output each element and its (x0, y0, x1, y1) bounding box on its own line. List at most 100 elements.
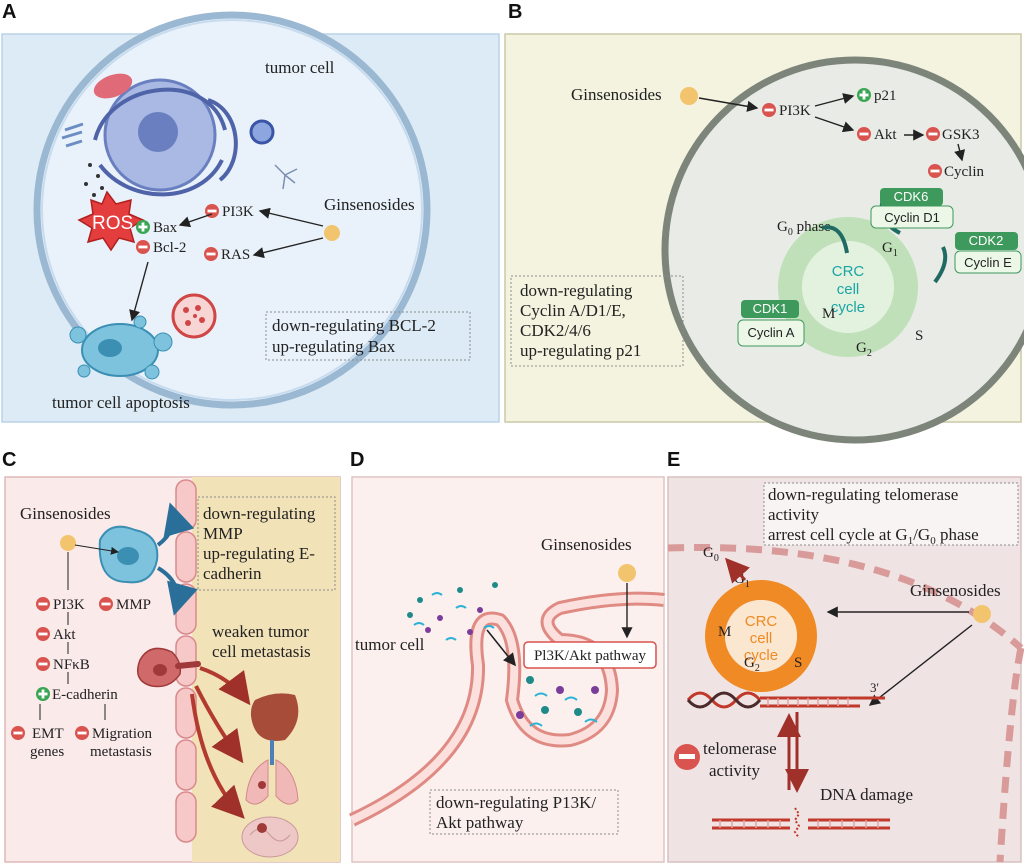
svg-text:G0 phase: G0 phase (777, 219, 831, 238)
tumor-cell-label-d: tumor cell (355, 635, 425, 654)
particles (84, 163, 104, 197)
ginsenoside-dot-c (60, 535, 76, 551)
g0-label-e: G (703, 545, 714, 561)
activate-ecadherin-icon (36, 687, 50, 701)
panel-c: C Ginsenosides PI3K MMP Akt (2, 449, 341, 863)
cyclin-d1-box (870, 205, 954, 229)
crc-label-b-3: cycle (831, 299, 865, 316)
cell-cycle-ring-e (705, 580, 817, 692)
metastasis-arrow-liver (199, 666, 251, 706)
svg-text:arrest cell cycle at G1/G0 pha: arrest cell cycle at G1/G0 phase (768, 525, 979, 547)
panel-a-summary-line-1: down-regulating BCL-2 (272, 316, 436, 335)
ecadherin-label: E-cadherin (52, 687, 118, 703)
panel-c-summary-line-2: MMP (203, 524, 243, 543)
crc-label-e-1: CRC (745, 613, 778, 630)
g2-label-e: G (744, 655, 755, 671)
emt-label-2: genes (30, 744, 64, 760)
cdk6-label: CDK6 (894, 189, 929, 204)
inhibit-migration-icon (75, 726, 89, 740)
telomerase-label-2: activity (709, 761, 760, 780)
panel-d-letter: D (350, 449, 364, 471)
panel-b-letter: B (508, 1, 522, 23)
bax-label: Bax (153, 220, 178, 236)
inhibit-pi3k-icon-c (36, 597, 50, 611)
g1-label-b: G (882, 240, 893, 256)
ginsenoside-dot-b (680, 87, 698, 105)
ginsenosides-label-b: Ginsenosides (571, 85, 662, 104)
metastasis-arrow-brain (190, 693, 245, 819)
panel-a-summary-line-2: up-regulating Bax (272, 337, 396, 356)
panel-a-summary-box (265, 311, 471, 361)
svg-text:G1: G1 (882, 240, 898, 259)
mitochondrion (93, 73, 133, 99)
tumor-cell-label: tumor cell (265, 58, 335, 77)
inhibit-ras-icon (204, 247, 218, 261)
cyclin-d1-label: Cyclin D1 (884, 210, 940, 225)
panel-b-summary-line-3: CDK2/4/6 (520, 321, 591, 340)
weaken-line-2: cell metastasis (212, 642, 311, 661)
pi3k-label-b: PI3K (779, 103, 811, 119)
svg-text:G0: G0 (703, 545, 719, 564)
panel-d-summary-line-2: Akt pathway (436, 813, 524, 832)
panel-b-summary-line-1: down-regulating (520, 281, 633, 300)
apoptotic-cell-icon (69, 315, 173, 380)
panel-e-summary-line-1: down-regulating telomerase (768, 485, 958, 504)
panel-b: B Ginsenosides PI3K p21 Akt GSK3 Cyclin … (504, 1, 1024, 444)
migration-label-2: metastasis (90, 744, 152, 760)
inhibit-akt-icon-c (36, 627, 50, 641)
nfkb-label: NFκB (53, 657, 90, 673)
p21-label-b: p21 (874, 88, 897, 104)
mmp-label: MMP (116, 597, 151, 613)
ginsenosides-label-e: Ginsenosides (910, 581, 1001, 600)
cdk2-label: CDK2 (969, 233, 1004, 248)
crc-label-e-2: cell (750, 630, 773, 647)
inhibit-akt-icon (857, 127, 871, 141)
svg-text:G2: G2 (744, 655, 760, 674)
pi3k-label-a: PI3K (222, 204, 254, 220)
pathway-label: Pl3K/Akt pathway (534, 648, 647, 664)
g0-phase-label: G (777, 219, 788, 235)
invading-tumor-cell-blue (98, 525, 159, 584)
m-label-e: M (718, 624, 731, 640)
akt-label-c: Akt (53, 627, 76, 643)
liver-icon (250, 693, 299, 741)
panel-b-summary-line-4: up-regulating p21 (520, 341, 641, 360)
cyclin-e-label: Cyclin E (964, 255, 1012, 270)
crc-label-e-3: cycle (744, 647, 778, 664)
ros-burst-icon (77, 190, 145, 252)
weaken-line-1: weaken tumor (212, 622, 309, 641)
nuclear-envelope (667, 543, 1024, 651)
endoplasmic-reticulum (93, 87, 238, 197)
gsk3-label: GSK3 (942, 127, 980, 143)
crc-label-b-2: cell (837, 281, 860, 298)
panel-b-summary-box (510, 275, 684, 367)
crc-label-b-1: CRC (832, 263, 865, 280)
emt-label-1: EMT (32, 726, 64, 742)
panel-e: E down-regulating telomerase activity ar… (667, 449, 1024, 863)
panel-c-letter: C (2, 449, 16, 471)
arrow-pi3k-to-bax (178, 213, 213, 228)
cdk1-label: CDK1 (753, 301, 788, 316)
ginsenoside-dot-a (324, 225, 340, 241)
panel-e-summary-box (763, 482, 1019, 546)
inhibit-cyclin-icon (928, 164, 942, 178)
m-label-b: M (822, 306, 835, 322)
panel-b-summary-line-2: Cyclin A/D1/E, (520, 301, 626, 320)
metastasis-arrow-lung (194, 685, 244, 764)
activate-p21-icon (857, 88, 871, 102)
migration-arrow-down (156, 566, 198, 616)
cdk6-box (880, 188, 943, 206)
migration-arrow-up (156, 502, 195, 547)
panel-a-letter: A (2, 1, 16, 23)
panel-e-summary-line-3: arrest cell cycle at G (768, 525, 908, 544)
panel-d-summary-line-1: down-regulating P13K/ (436, 793, 596, 812)
panel-d-summary-box (429, 789, 619, 835)
ros-label: ROS (92, 213, 133, 234)
brain-icon (241, 816, 299, 858)
centrosome-icon (274, 164, 298, 190)
inhibit-telomerase-icon (674, 744, 700, 770)
telomerase-label-1: telomerase (703, 739, 777, 758)
inhibit-bcl2-icon (136, 240, 150, 254)
akt-label-b: Akt (874, 127, 897, 143)
cyclin-a-box (737, 319, 805, 347)
